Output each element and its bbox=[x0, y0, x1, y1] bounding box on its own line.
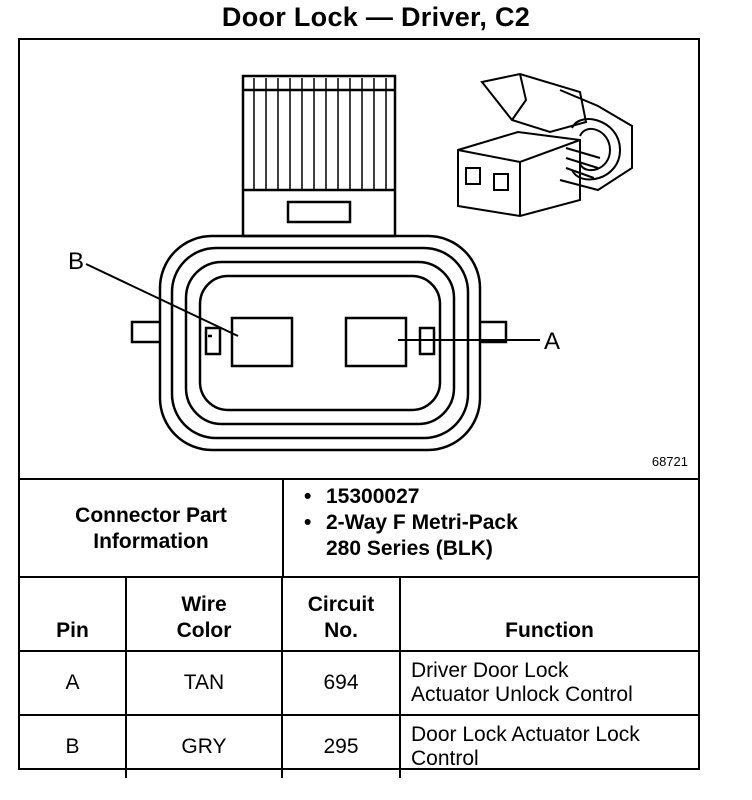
pin-table-header: Pin Wire Color Circuit No. Function bbox=[20, 576, 698, 652]
cell-function-line2: Actuator Unlock Control bbox=[411, 683, 633, 706]
header-function: Function bbox=[399, 576, 698, 652]
cavity-b bbox=[230, 316, 294, 368]
cell-function: Driver Door Lock Actuator Unlock Control bbox=[399, 650, 698, 716]
cell-function-line2: Control bbox=[411, 747, 479, 770]
cell-function-line1: Door Lock Actuator Lock bbox=[411, 723, 640, 746]
bullet-icon: • bbox=[304, 511, 312, 534]
figure-id: 68721 bbox=[651, 454, 688, 469]
table-row: B GRY 295 Door Lock Actuator Lock Contro… bbox=[20, 714, 698, 778]
page-title: Door Lock — Driver, C2 bbox=[221, 2, 531, 32]
cell-pin: B bbox=[20, 714, 127, 778]
connector-figure: B A 68721 bbox=[20, 40, 702, 478]
connector-info-section: Connector Part Information • 15300027 • … bbox=[20, 478, 698, 578]
connector-info-label: Connector Part Information bbox=[20, 480, 284, 578]
header-wire-color: Wire Color bbox=[125, 576, 283, 652]
pin-b-callout-label: B bbox=[68, 248, 85, 275]
part-number: 15300027 bbox=[326, 485, 420, 508]
cell-pin: A bbox=[20, 650, 127, 716]
connector-sheet: B A 68721 Connector Part Information • 1… bbox=[18, 38, 702, 778]
header-pin: Pin bbox=[20, 576, 127, 652]
part-number-item: • 15300027 bbox=[300, 484, 518, 510]
cell-wire-color: GRY bbox=[125, 714, 283, 778]
cell-circuit: 295 bbox=[281, 714, 401, 778]
header-circuit: Circuit No. bbox=[281, 576, 401, 652]
connector-shell bbox=[158, 234, 482, 452]
connector-info-label-line1: Connector Part bbox=[75, 504, 227, 527]
cavity-a bbox=[344, 316, 408, 368]
connector-face-diagram bbox=[85, 72, 633, 452]
cell-wire-color: TAN bbox=[125, 650, 283, 716]
connector-type-line1: 2-Way F Metri-Pack bbox=[326, 511, 518, 534]
connector-perspective-view bbox=[457, 72, 633, 218]
callout-line-b bbox=[85, 263, 239, 337]
header-circuit-line1: Circuit bbox=[307, 593, 375, 616]
table-row: A TAN 694 Driver Door Lock Actuator Unlo… bbox=[20, 650, 698, 716]
cell-circuit: 694 bbox=[281, 650, 401, 716]
connector-type-item: • 2-Way F Metri-Pack 280 Series (BLK) bbox=[300, 510, 518, 562]
bullet-icon: • bbox=[304, 485, 312, 508]
connector-type-line2: 280 Series (BLK) bbox=[326, 537, 493, 560]
header-circuit-line2: No. bbox=[324, 619, 358, 642]
connector-info-items: • 15300027 • 2-Way F Metri-Pack 280 Seri… bbox=[300, 484, 518, 562]
latch-tab bbox=[286, 200, 352, 224]
cell-function: Door Lock Actuator Lock Control bbox=[399, 714, 698, 778]
header-wire-color-line1: Wire bbox=[181, 593, 227, 616]
pin-a-callout-label: A bbox=[544, 328, 561, 355]
pin-table: Pin Wire Color Circuit No. Function A TA… bbox=[20, 576, 698, 778]
cell-function-line1: Driver Door Lock bbox=[411, 659, 569, 682]
connector-info-label-line2: Information bbox=[93, 530, 209, 553]
header-wire-color-line2: Color bbox=[176, 619, 232, 642]
